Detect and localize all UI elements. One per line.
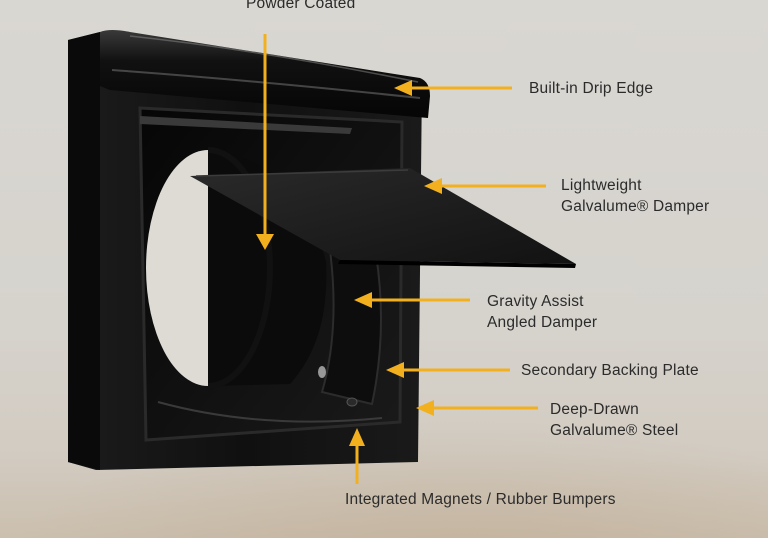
label-drip-edge: Built-in Drip Edge xyxy=(529,80,654,97)
backing-plate xyxy=(157,230,383,423)
arrow-steel xyxy=(416,400,538,416)
arrow-gravity-assist xyxy=(354,292,470,308)
label-damper: Lightweight Galvalume® Damper xyxy=(561,177,710,215)
arrow-powder-coated xyxy=(256,34,274,250)
damper-flap xyxy=(190,168,576,268)
arrow-magnets xyxy=(349,428,365,484)
arrow-backing-plate xyxy=(386,362,510,378)
arrow-drip-edge xyxy=(394,80,512,96)
label-powder-coated: Powder Coated xyxy=(246,0,356,12)
label-backing-plate: Secondary Backing Plate xyxy=(521,362,699,379)
label-gravity-assist: Gravity Assist Angled Damper xyxy=(487,293,598,331)
label-magnets: Integrated Magnets / Rubber Bumpers xyxy=(345,491,616,508)
label-steel: Deep-Drawn Galvalume® Steel xyxy=(550,401,679,439)
arrow-damper xyxy=(424,178,546,194)
